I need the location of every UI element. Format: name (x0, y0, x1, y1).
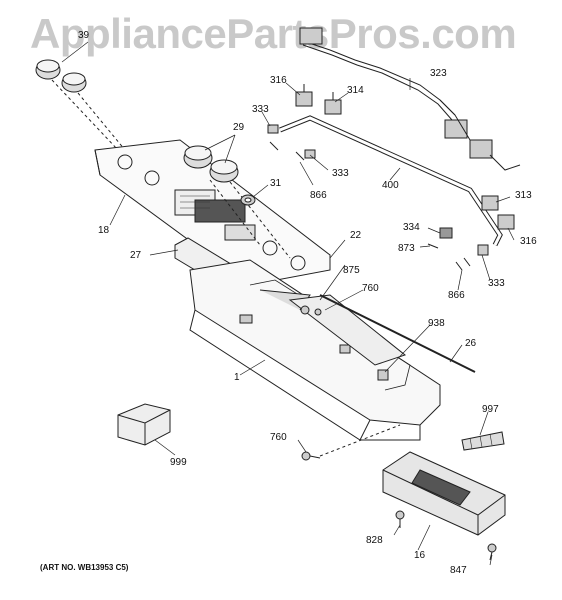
clip-333-c (477, 244, 489, 256)
valve-316-bottom (497, 214, 515, 230)
knob-29-b (209, 159, 239, 183)
screw-873 (427, 243, 439, 249)
callout-323: 323 (430, 68, 447, 79)
art-number: (ART NO. WB13953 C5) (40, 563, 129, 572)
callout-316-bottom: 316 (520, 236, 537, 247)
callout-1: 1 (234, 372, 240, 383)
callout-16: 16 (414, 550, 426, 561)
callout-997: 997 (482, 404, 499, 415)
callout-27: 27 (130, 250, 142, 261)
carton-999 (117, 403, 171, 446)
wire-bundle-997 (461, 431, 505, 451)
knob-39-a (35, 59, 61, 80)
part-31-grommet (240, 194, 256, 206)
callout-873: 873 (398, 243, 415, 254)
callout-334: 334 (403, 222, 420, 233)
backsplash-body-1 (189, 259, 441, 441)
callout-938: 938 (428, 318, 445, 329)
knob-39-b (61, 72, 87, 93)
screw-760-b (301, 451, 321, 461)
callout-31: 31 (270, 178, 282, 189)
callout-313: 313 (515, 190, 532, 201)
callout-760-a: 760 (362, 283, 379, 294)
callout-875: 875 (343, 265, 360, 276)
callout-866-a: 866 (310, 190, 327, 201)
clip-334 (439, 227, 453, 239)
callout-22: 22 (350, 230, 362, 241)
callout-333-b: 333 (332, 168, 349, 179)
callout-333-c: 333 (488, 278, 505, 289)
callout-316-top: 316 (270, 75, 287, 86)
valve-314 (324, 92, 342, 115)
callout-18: 18 (98, 225, 110, 236)
callout-333-a: 333 (252, 104, 269, 115)
callout-847: 847 (450, 565, 467, 576)
clip-333-a (267, 124, 279, 134)
callout-29: 29 (233, 122, 245, 133)
control-module-16 (382, 451, 506, 536)
callout-314: 314 (347, 85, 364, 96)
watermark-text: AppliancePartsPros.com (30, 10, 517, 57)
screw-828 (395, 510, 405, 528)
callout-26: 26 (465, 338, 477, 349)
callout-999: 999 (170, 457, 187, 468)
screw-760-a (314, 308, 322, 316)
part-938 (377, 369, 389, 381)
valve-313 (481, 195, 499, 211)
callout-39: 39 (78, 30, 90, 41)
clip-333-b (304, 149, 316, 159)
control-panel-18 (94, 139, 331, 286)
callout-400: 400 (382, 180, 399, 191)
wire-harness-323 (299, 27, 521, 171)
valve-316-top (295, 84, 313, 107)
screw-866-a (269, 141, 305, 161)
screw-866-b (455, 257, 471, 271)
manifold-pipe-400 (279, 115, 503, 247)
rod-26 (319, 294, 476, 373)
callout-760-b: 760 (270, 432, 287, 443)
screw-847 (487, 543, 497, 561)
callout-866-b: 866 (448, 290, 465, 301)
callout-828: 828 (366, 535, 383, 546)
knob-29-a (183, 145, 213, 169)
